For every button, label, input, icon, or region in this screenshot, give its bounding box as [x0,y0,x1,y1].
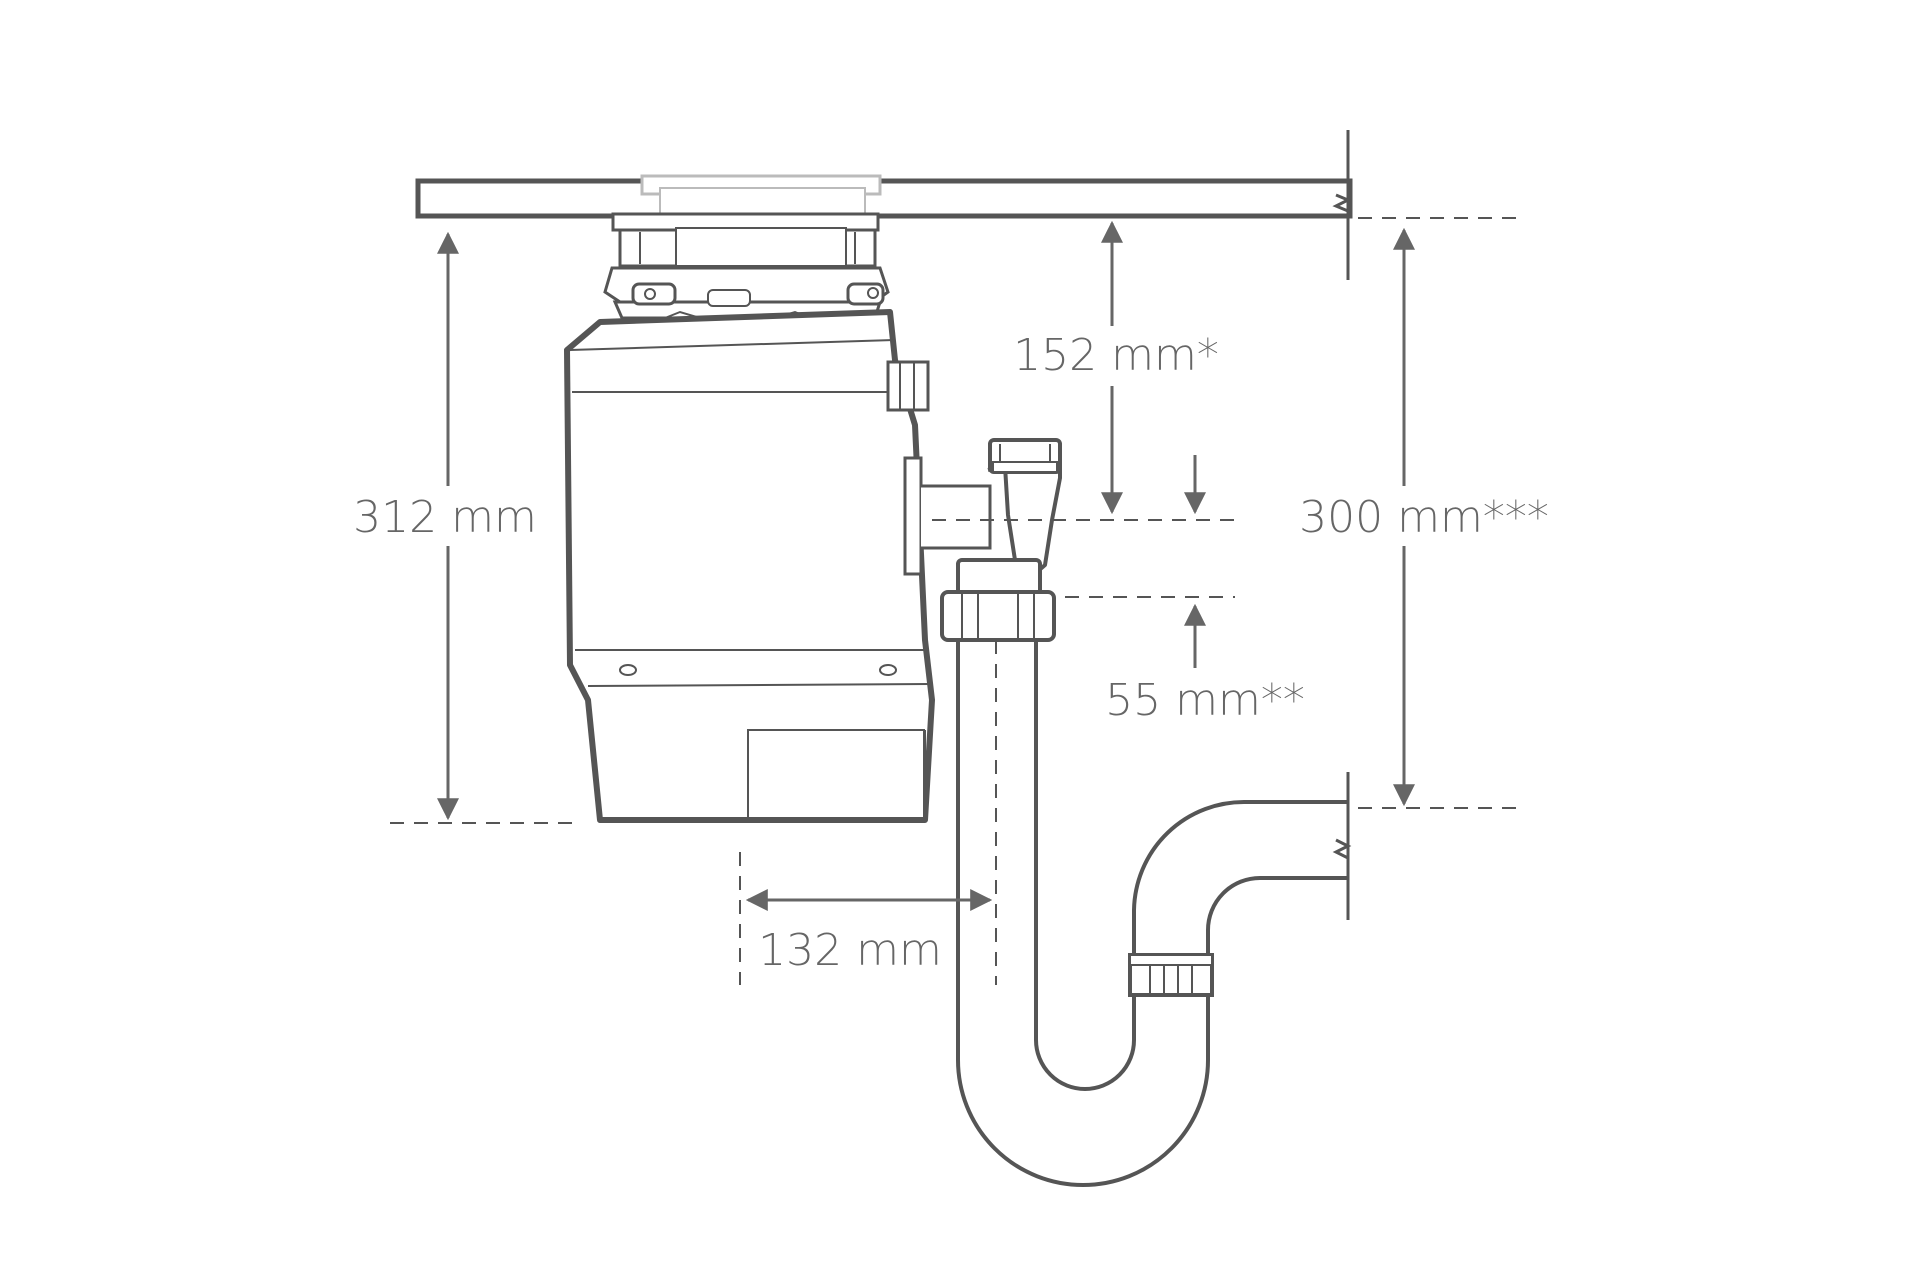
reference-lines [390,217,1520,985]
discharge-elbow [987,438,1062,580]
flange-to-inlet-label: 152 mm* [1013,330,1219,381]
inlet-drop-label: 55 mm** [1105,675,1305,726]
dishwasher-inlet [886,360,930,412]
trap-coupling [940,558,1056,642]
countertop [415,130,1353,280]
disposer-unit [564,309,935,823]
mounting-ring [603,266,890,320]
p-trap [956,640,1348,1187]
sink-flange [611,174,882,268]
discharge-outlet [903,456,992,576]
wall-line [1332,772,1352,920]
trap-lower-coupling [1128,953,1214,997]
outlet-offset-label: 132 mm [758,925,942,976]
outlet-height-label: 300 mm*** [1299,492,1549,543]
label-backgrounds [356,326,1562,980]
unit-height-label: 312 mm [353,492,537,543]
